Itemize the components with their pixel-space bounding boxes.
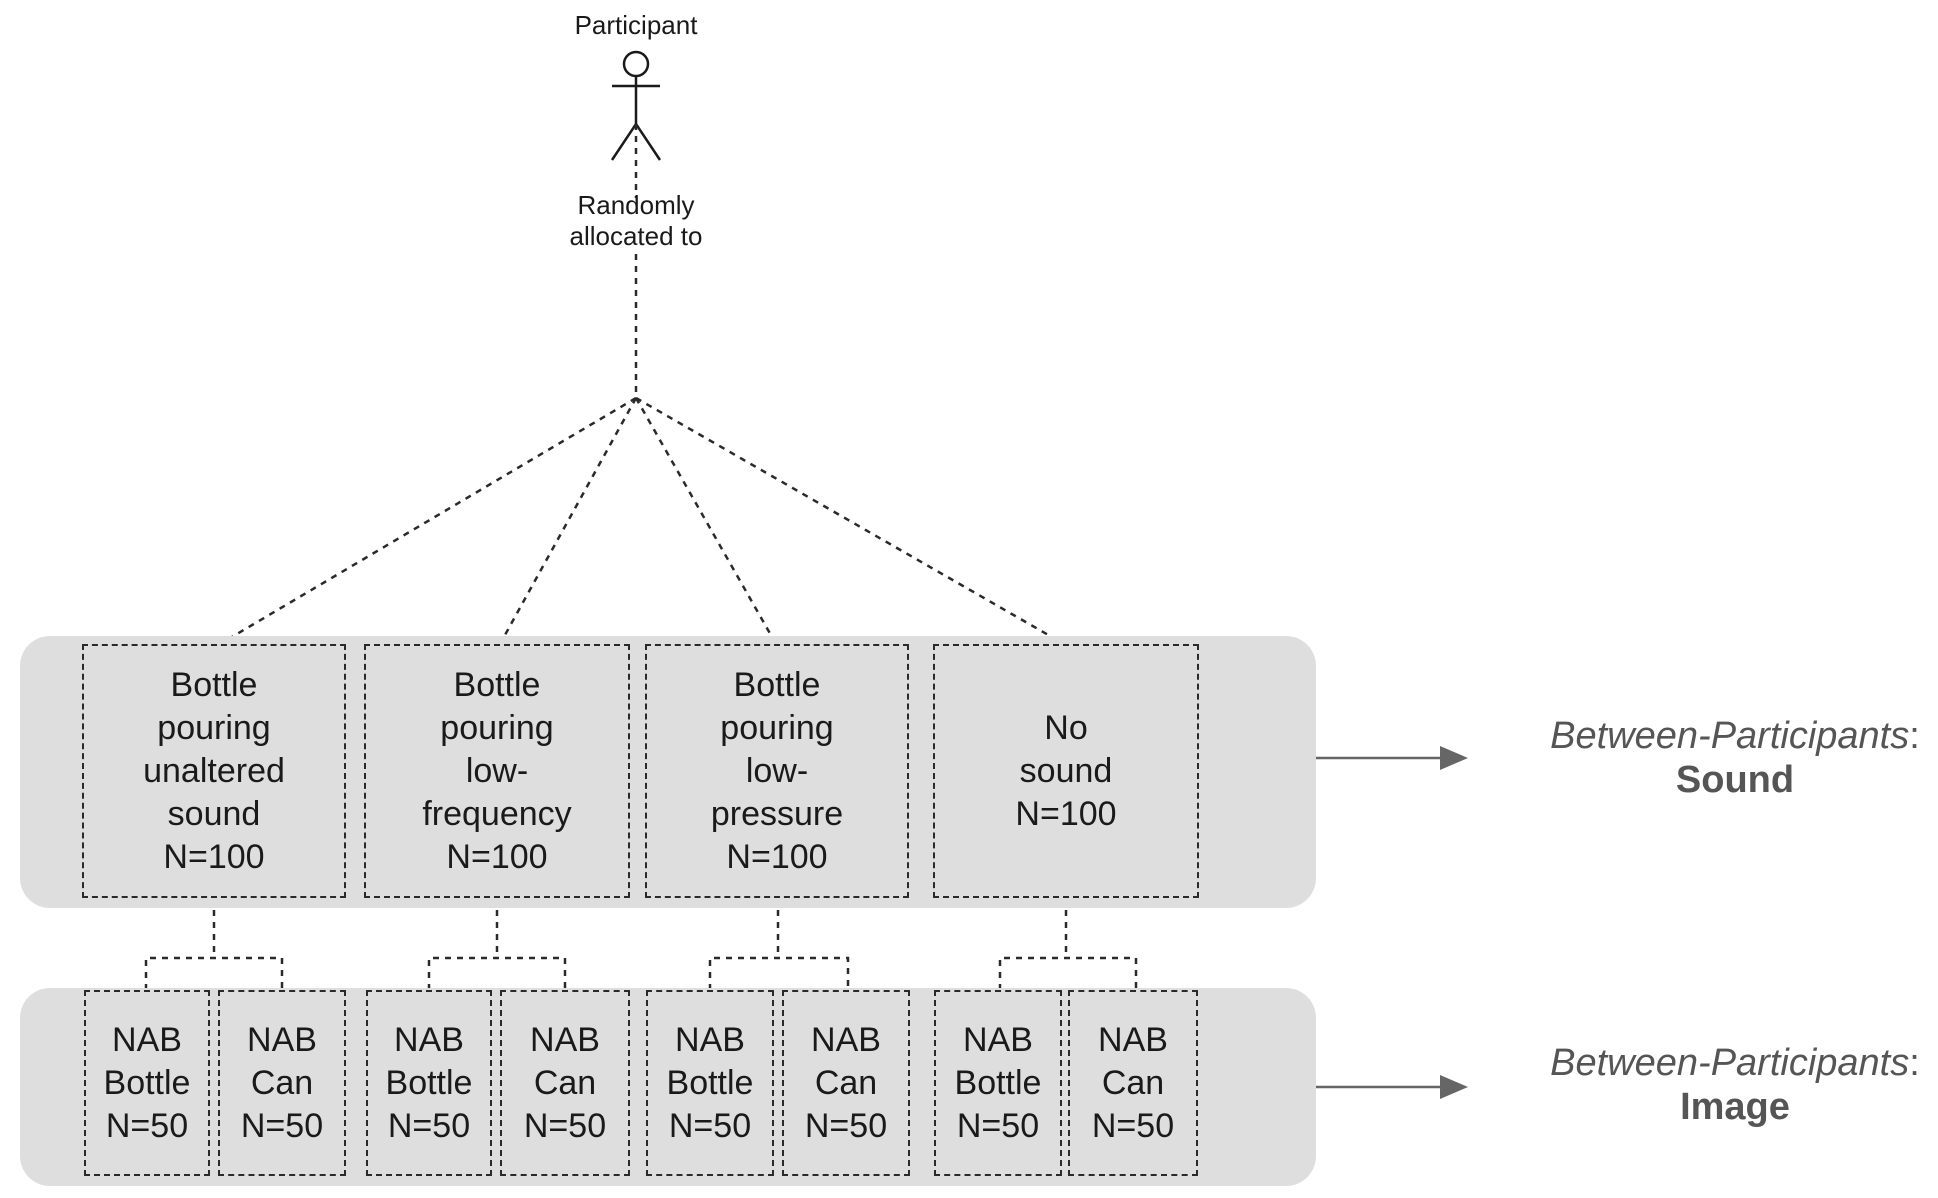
sample-size: N=50 [956,1106,1040,1145]
condition-text: Bottle [733,665,821,704]
participant-label: Participant [574,10,698,40]
factor-colon: : [1909,715,1920,757]
condition-text: pouring [720,708,834,747]
condition-text: unaltered [143,751,285,790]
sound-factor-label: Between-Participants: Sound [1540,714,1930,802]
condition-text: Bottle [103,1063,191,1102]
condition-text: Bottle [666,1063,754,1102]
sound-conditions-band [20,636,1316,908]
split-connector-2 [427,898,567,990]
condition-text: NAB [1098,1020,1168,1059]
condition-text: pouring [157,708,271,747]
allocation-label-line-1: Randomly [577,190,695,220]
image-factor-arrow [1316,1075,1468,1099]
condition-text: NAB [394,1020,464,1059]
factor-name: Image [1680,1086,1790,1128]
condition-text: No [1044,708,1088,747]
factor-name: Sound [1675,759,1795,801]
condition-text: low- [745,751,809,790]
branch-line-4 [635,396,1065,646]
condition-text: NAB [675,1020,745,1059]
factor-prefix: Between-Participants [1550,715,1910,757]
sample-size: N=100 [446,837,548,876]
sample-size: N=100 [726,837,828,876]
condition-text: NAB [530,1020,600,1059]
condition-text: NAB [963,1020,1033,1059]
condition-text: Can [814,1063,878,1102]
image-condition-box: NAB Can N=50 [782,990,910,1176]
condition-text: NAB [112,1020,182,1059]
split-connector-1 [144,898,284,990]
image-conditions-band [20,988,1316,1186]
sample-size: N=100 [1015,794,1117,833]
condition-text: Can [1101,1063,1165,1102]
condition-text: NAB [811,1020,881,1059]
sound-condition-box: No sound N=100 [933,644,1199,898]
split-connector-4 [998,898,1138,990]
split-connector-3 [708,898,850,990]
sample-size: N=50 [105,1106,189,1145]
image-factor-label: Between-Participants: Image [1540,1041,1930,1129]
sound-condition-box: Bottle pouring low- pressure N=100 [645,644,909,898]
condition-text: Bottle [170,665,258,704]
condition-text: Bottle [385,1063,473,1102]
condition-text: Can [533,1063,597,1102]
sample-size: N=50 [1091,1106,1175,1145]
branch-line-1 [219,396,637,646]
condition-text: low- [465,751,529,790]
allocation-label-line-2: allocated to [569,221,703,251]
image-condition-box: NAB Can N=50 [218,990,346,1176]
sample-size: N=50 [523,1106,607,1145]
condition-text: Bottle [954,1063,1042,1102]
condition-text: pressure [710,794,844,833]
condition-text: Bottle [453,665,541,704]
allocation-label: Randomly allocated to [536,190,736,252]
image-condition-box: NAB Bottle N=50 [84,990,210,1176]
condition-text: frequency [422,794,572,833]
branch-line-2 [498,397,638,645]
image-condition-box: NAB Can N=50 [1068,990,1198,1176]
image-condition-box: NAB Bottle N=50 [934,990,1062,1176]
factor-colon: : [1909,1042,1920,1084]
condition-text: NAB [247,1020,317,1059]
participant-icon [610,50,662,161]
sample-size: N=50 [668,1106,752,1145]
sample-size: N=100 [163,837,265,876]
image-condition-box: NAB Can N=50 [500,990,630,1176]
condition-text: sound [167,794,261,833]
sound-factor-arrow [1316,746,1468,770]
condition-text: Can [250,1063,314,1102]
sound-condition-box: Bottle pouring unaltered sound N=100 [82,644,346,898]
sample-size: N=50 [804,1106,888,1145]
condition-text: sound [1019,751,1113,790]
image-condition-box: NAB Bottle N=50 [646,990,774,1176]
sample-size: N=50 [240,1106,324,1145]
sample-size: N=50 [387,1106,471,1145]
image-condition-box: NAB Bottle N=50 [366,990,492,1176]
factor-prefix: Between-Participants [1550,1042,1910,1084]
condition-text: pouring [440,708,554,747]
branch-line-3 [634,397,778,645]
sound-condition-box: Bottle pouring low- frequency N=100 [364,644,630,898]
